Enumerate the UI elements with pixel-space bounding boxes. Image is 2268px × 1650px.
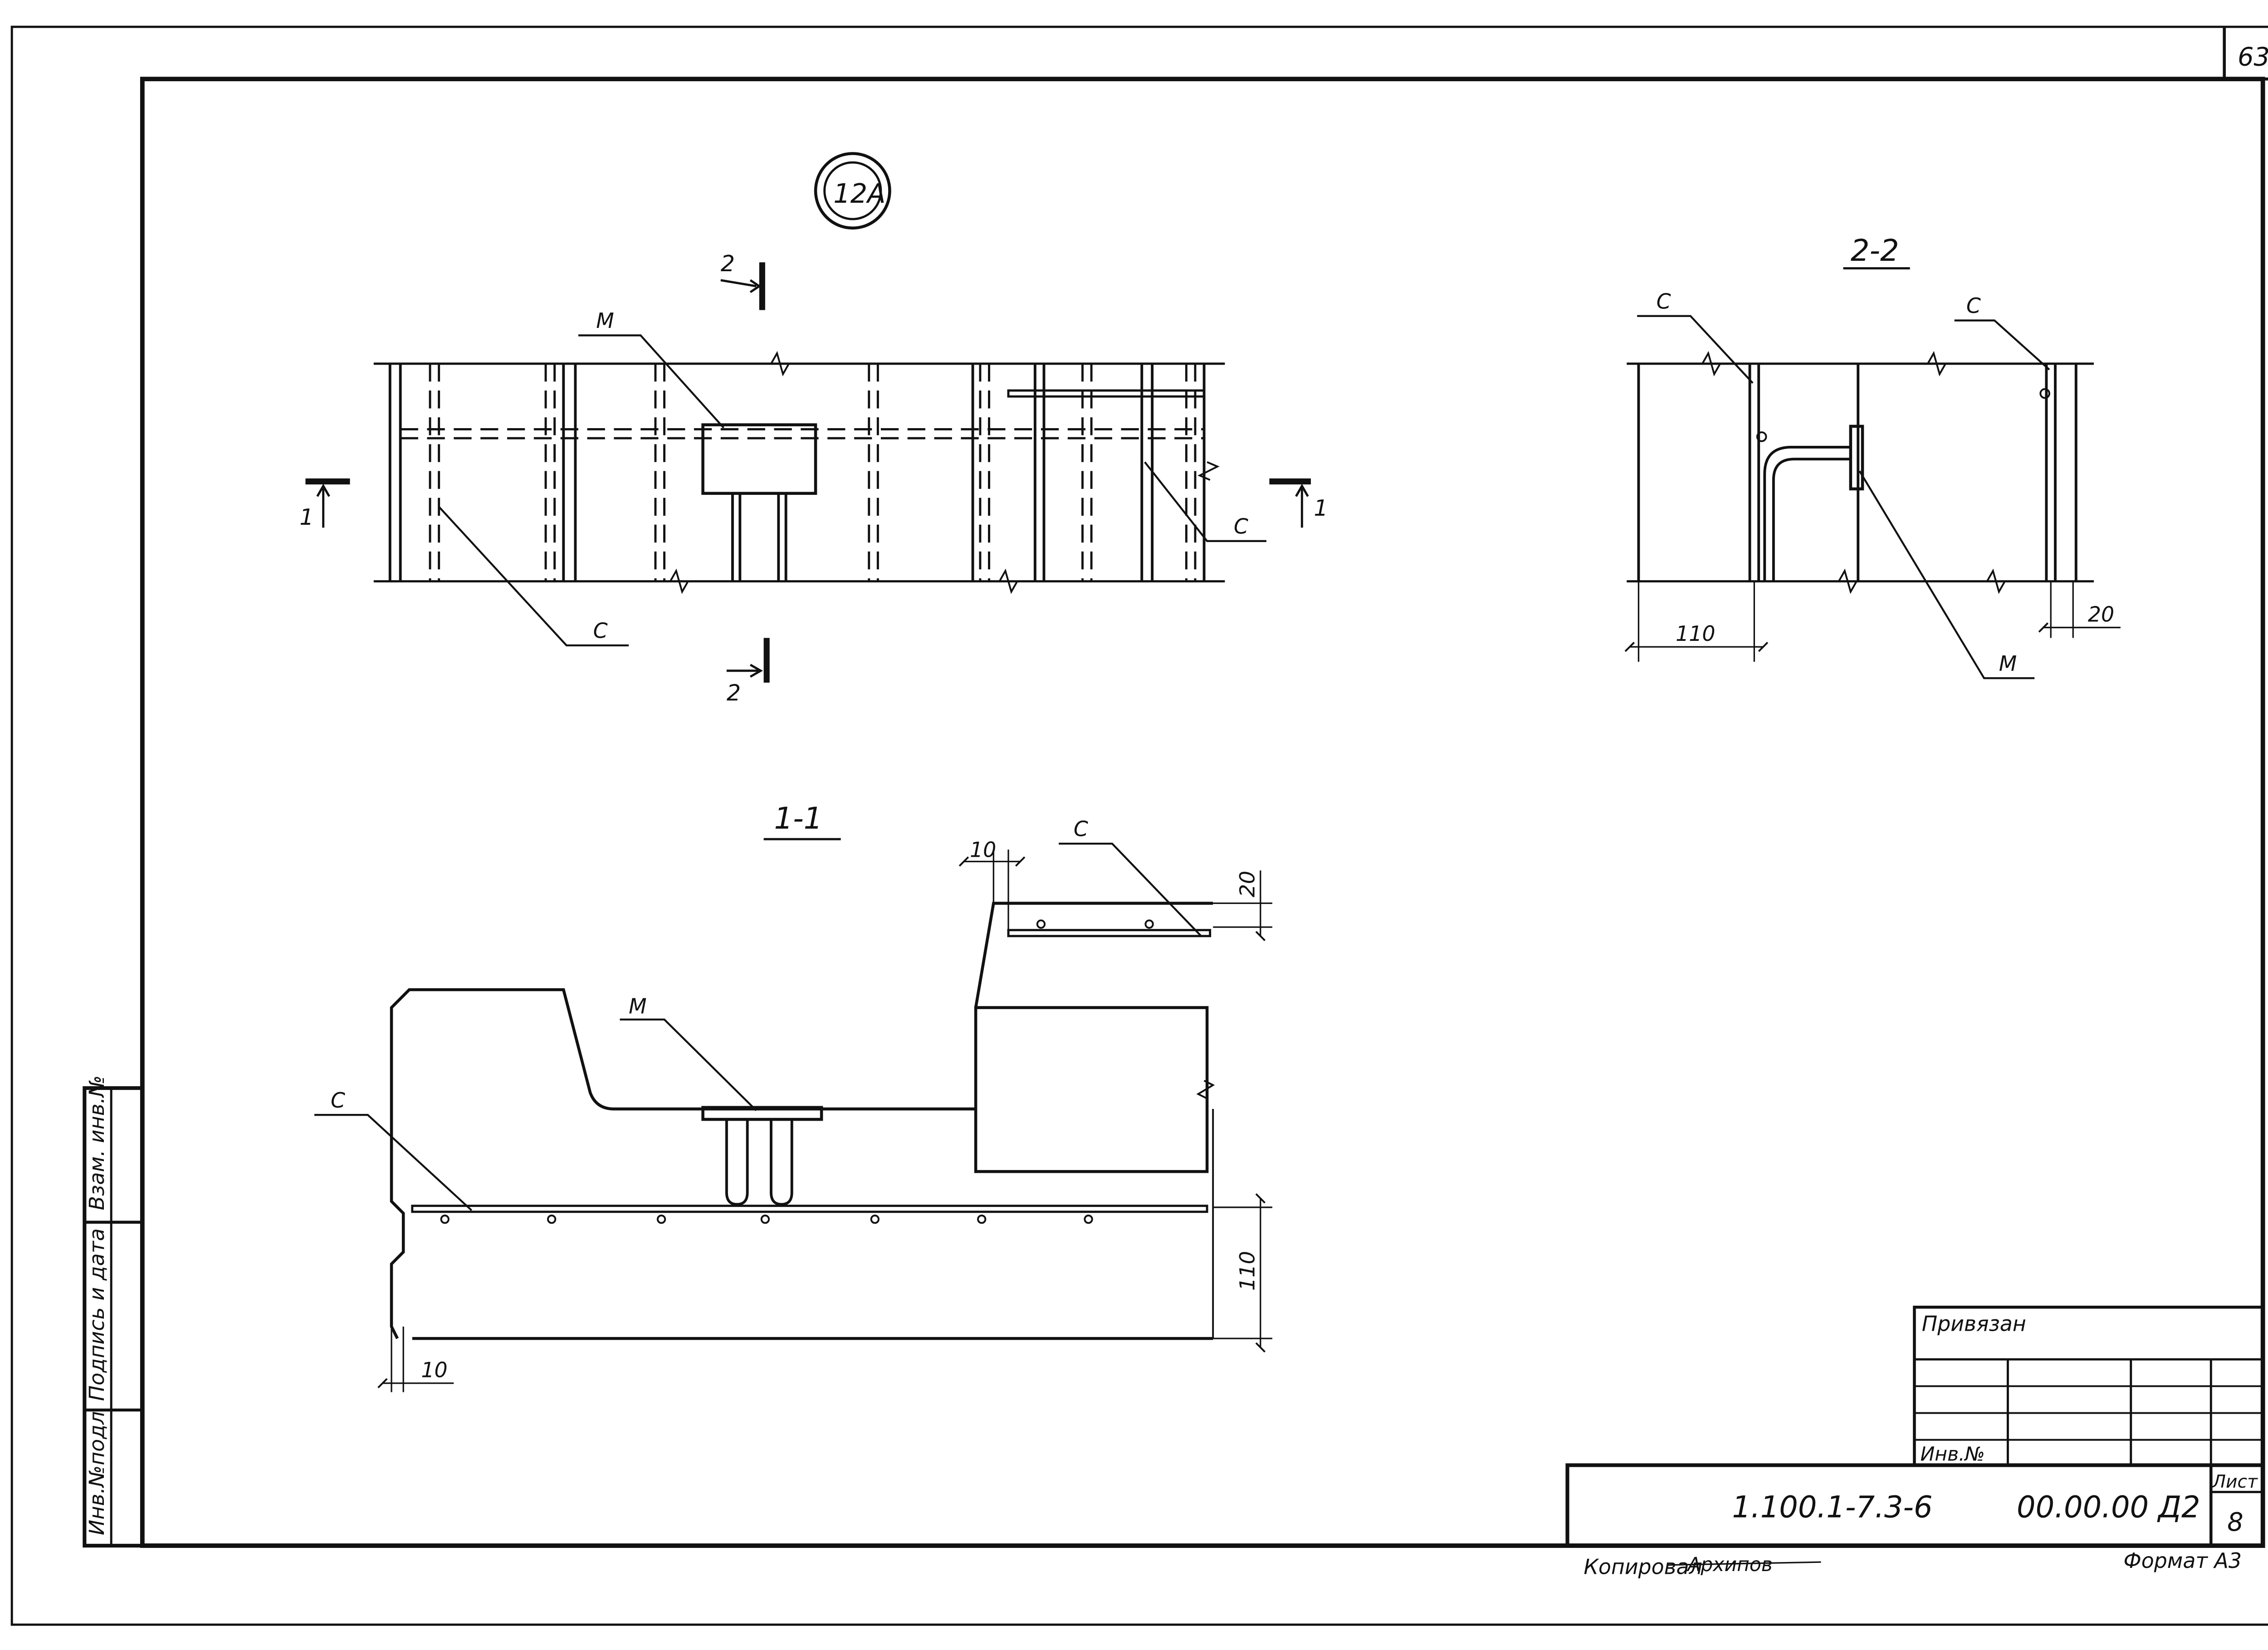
- sec11-label-m: М: [629, 994, 646, 1019]
- plan-label-c-right: С: [1234, 514, 1248, 538]
- stamp-col-inventory: Инв.№подл: [84, 1411, 109, 1535]
- tb-sheet-value: 8: [2227, 1508, 2243, 1537]
- section-1-1-title: 1-1: [774, 801, 822, 836]
- tb-copied-label: Копировал: [1584, 1554, 1702, 1579]
- plan-cut-2-bottom: 2: [727, 679, 741, 706]
- sec22-dim-20: 20: [2088, 602, 2114, 626]
- sec22-dim-110: 110: [1676, 621, 1715, 646]
- sec22-label-m: М: [1999, 651, 2017, 676]
- sec22-label-c-right: С: [1966, 293, 1981, 318]
- outer-border: [10, 25, 2268, 1626]
- sec11-dim-110: 110: [1235, 1251, 1260, 1291]
- sec11-label-c-top: С: [1074, 817, 1088, 841]
- sec22-label-c-left: С: [1657, 289, 1671, 313]
- node-mark: 12А: [814, 152, 891, 230]
- node-mark-text: 12А: [833, 178, 885, 209]
- plan-cut-1-right: 1: [1314, 495, 1328, 521]
- drawing-frame: [140, 77, 2265, 1548]
- section-2-2-title: 2-2: [1851, 234, 1899, 268]
- sec11-dim-10-top: 10: [970, 838, 996, 862]
- plan-view: 2 2 1 1 М С С: [299, 250, 1328, 706]
- sheet-number-box: 63: [2223, 27, 2268, 81]
- plan-cut-2-top: 2: [721, 250, 735, 277]
- sec11-label-c-bottom: С: [331, 1088, 345, 1113]
- sec11-dim-20: 20: [1235, 871, 1260, 898]
- tb-bound-label: Привязан: [1922, 1312, 2026, 1336]
- tb-doc-code: 1.100.1-7.3-6: [1732, 1490, 1932, 1524]
- section-1-1: 1-1 М С: [314, 801, 1272, 1392]
- plan-cut-1-left: 1: [299, 504, 313, 530]
- plan-label-m: М: [596, 308, 614, 333]
- stamp-col-replace: Взам. инв.№: [84, 1075, 109, 1211]
- tb-drawing-code: 00.00.00 Д2: [2017, 1490, 2200, 1524]
- tb-format-label: Формат А3: [2123, 1548, 2242, 1573]
- side-stamp: Взам. инв.№ Подпись и дата Инв.№подл: [83, 1075, 144, 1548]
- stamp-col-signature: Подпись и дата: [84, 1228, 109, 1401]
- section-2-2: 2-2 С С М 110: [1624, 234, 2121, 679]
- tb-sheet-label: Лист: [2212, 1471, 2258, 1492]
- title-block: Привязан Инв.№ 1.100.1-7.3-6 00.00.00 Д2…: [1565, 1305, 2265, 1579]
- tb-inv-label: Инв.№: [1921, 1443, 1985, 1466]
- sec11-dim-10-bottom: 10: [421, 1357, 447, 1382]
- plan-label-c-left: С: [593, 618, 608, 643]
- sheet-number: 63: [2238, 42, 2268, 72]
